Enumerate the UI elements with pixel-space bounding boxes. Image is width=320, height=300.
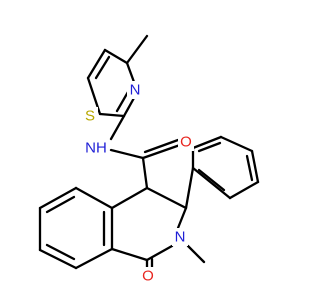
bond-ph6-ph1 [191,166,232,200]
bond-ph2-ph3 [191,135,223,150]
fused-benzene-ring [38,186,114,270]
isoquinolinone-core [110,186,206,270]
bond-nh-carbonyl [109,148,145,160]
bond-c4-c4a [110,186,149,210]
bond-ph4-ph5-double [245,154,254,182]
bond-c5-s [98,112,126,118]
ring-nitrogen-label: N [175,229,186,246]
bond-c5-c4a [74,186,114,210]
bond-c8-c7 [38,248,78,270]
bond-c2-c3-double [94,55,111,80]
phenyl-ring [184,135,260,210]
bond-n2-methyl [186,244,206,264]
bond-c6-c5-double [45,195,76,214]
bond-c8a-c8 [74,247,114,270]
bond-ph4-ph5 [250,149,260,184]
amide-linkage [109,114,182,190]
bond-c3-ph1 [184,166,195,210]
bond-ph5-ph6 [228,180,260,200]
sulfur-atom-label: S [85,108,95,125]
molecule-diagram: S N NH O N O [38,34,260,285]
bond-carbonyl-c4 [141,156,149,190]
bond-c3-c4 [103,48,129,65]
bond-c3-n2 [176,206,188,230]
bond-c5-nh [109,114,126,141]
bond-c4-methyl [125,34,149,65]
bond-n2-c1 [145,244,174,262]
thiazole-nitrogen-label: N [130,82,141,99]
bond-ph3-ph4 [219,135,254,153]
bond-n-c5 [122,96,136,118]
bond-c6-c5 [38,186,78,210]
bond-c1-c8a [110,247,149,262]
lactam-oxygen-label: O [142,268,154,285]
bond-carbonyl-o-double [143,138,180,154]
thiazole-ring [86,34,149,118]
bond-n-c5-double [115,90,130,113]
bond-c2-c3 [86,48,107,80]
amide-nh-label: NH [85,140,107,157]
bond-c4-c3 [145,186,188,210]
bond-carbonyl-o [141,143,182,160]
bond-c4-n [125,61,136,84]
bond-ph2-ph3-double [197,141,222,153]
atom-labels: S N NH O N O [82,81,194,285]
bond-ph6-ph1-double [197,168,226,192]
bond-c8-c7-double [45,243,76,261]
amide-oxygen-label: O [180,134,192,151]
